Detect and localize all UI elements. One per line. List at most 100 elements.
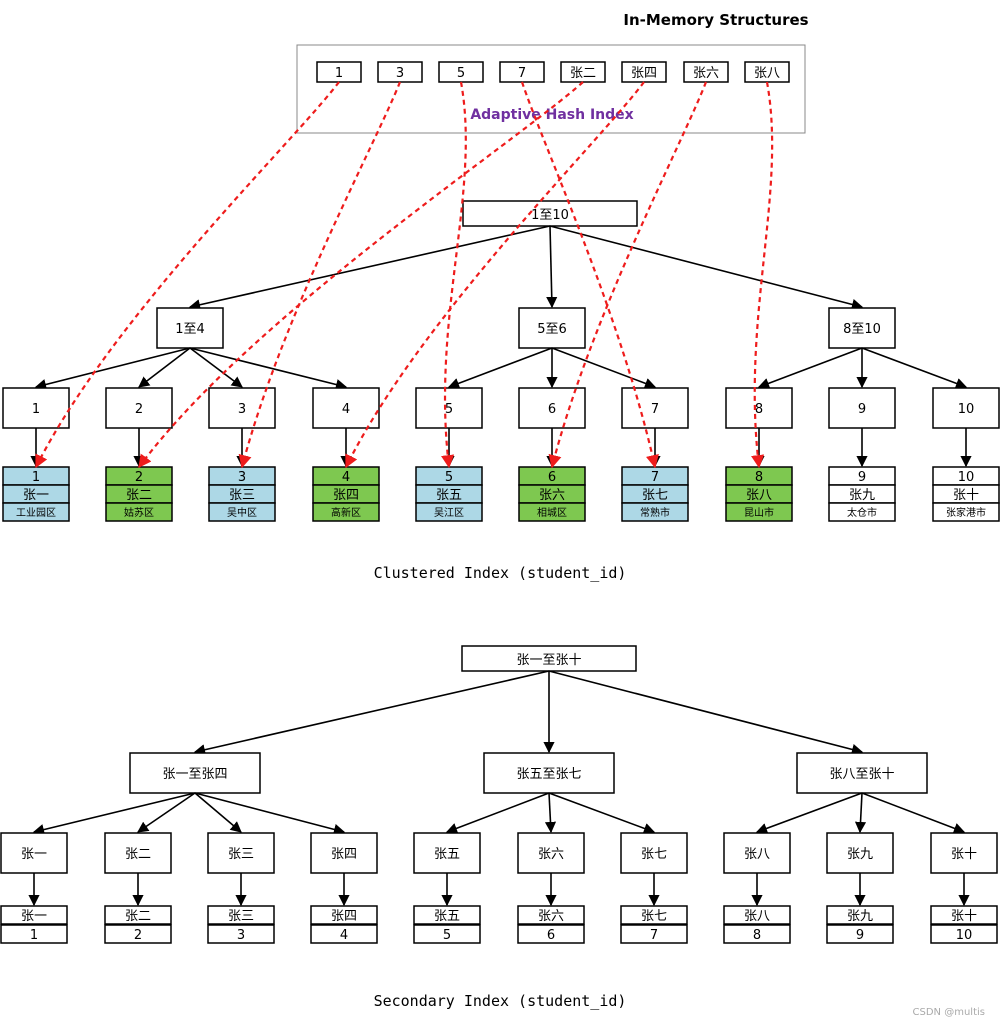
record-area-cell — [2, 502, 70, 522]
record-name: 张十 — [953, 488, 979, 503]
clustered-leaf-label: 9 — [858, 402, 866, 417]
hash-link-arrow — [441, 81, 467, 469]
tree-edge — [189, 347, 348, 390]
record-name: 张七 — [641, 909, 667, 924]
hash-link-arrow — [345, 81, 645, 469]
record-area-cell — [105, 502, 173, 522]
record-id-cell — [207, 924, 275, 944]
secondary-record: 张二2 — [104, 905, 172, 944]
record-id: 1 — [30, 928, 38, 943]
record-name: 张五 — [436, 488, 462, 503]
record-id-cell — [413, 924, 481, 944]
secondary-leaf-label: 张三 — [228, 847, 254, 862]
in-memory-title: In-Memory Structures — [623, 11, 808, 29]
secondary-root-label: 张一至张十 — [516, 653, 581, 668]
tree-edge — [188, 225, 551, 311]
tree-edge — [189, 347, 243, 388]
clustered-leaf-label: 5 — [445, 402, 453, 417]
clustered-branch-label: 5至6 — [537, 322, 567, 337]
record-id: 4 — [342, 470, 350, 485]
clustered-leaf-label: 2 — [135, 402, 143, 417]
clustered-leaf-node — [208, 387, 276, 429]
record-id: 9 — [856, 928, 864, 943]
record-id-cell — [723, 924, 791, 944]
record-area: 吴江区 — [434, 507, 464, 519]
tree-edge — [32, 792, 196, 836]
hash-key-label: 张八 — [754, 66, 780, 81]
secondary-leaf-node — [620, 832, 688, 874]
record-id-cell — [826, 924, 894, 944]
secondary-root-node — [461, 645, 637, 672]
hash-link-arrow — [548, 81, 708, 469]
clustered-leaf-node — [2, 387, 70, 429]
clustered-leaf-label: 3 — [238, 402, 246, 417]
secondary-record: 张四4 — [310, 905, 378, 944]
clustered-leaf-label: 6 — [548, 402, 556, 417]
tree-edge — [548, 670, 864, 755]
tree-edge — [861, 792, 966, 834]
secondary-branch-node — [129, 752, 261, 794]
secondary-leaf-node — [310, 832, 378, 874]
record-area-cell — [828, 502, 896, 522]
ahi-container — [296, 44, 806, 134]
clustered-caption: Clustered Index (student_id) — [374, 564, 627, 582]
record-name: 张七 — [642, 488, 668, 503]
record-name: 张十 — [951, 909, 977, 924]
tree-edge — [757, 347, 863, 389]
hash-key-label: 5 — [457, 66, 465, 81]
record-area: 张家港市 — [946, 506, 986, 519]
record-area-cell — [312, 502, 380, 522]
secondary-record: 张五5 — [413, 905, 481, 944]
tree-edge — [137, 792, 196, 833]
record-id: 8 — [753, 928, 761, 943]
hash-key-label: 7 — [518, 66, 526, 81]
secondary-leaf-label: 张二 — [125, 847, 151, 862]
record-area-cell — [621, 502, 689, 522]
record-name: 张四 — [333, 488, 359, 503]
record-name: 张一 — [21, 909, 47, 924]
record-name-cell — [413, 905, 481, 925]
clustered-leaf-node — [932, 387, 1000, 429]
record-area: 工业园区 — [16, 507, 56, 519]
record-area-cell — [415, 502, 483, 522]
secondary-leaf-node — [207, 832, 275, 874]
clustered-branch-label: 1至4 — [175, 322, 205, 337]
clustered-root-label: 1至10 — [531, 208, 569, 223]
tree-edge — [194, 792, 242, 833]
record-name: 张二 — [125, 909, 151, 924]
record-area-cell — [208, 502, 276, 522]
hash-links — [35, 81, 774, 469]
tree-edge — [549, 225, 864, 310]
secondary-leaf-label: 张五 — [434, 847, 460, 862]
tree-edge — [445, 792, 550, 834]
record-name-cell — [310, 905, 378, 925]
secondary-branch-label: 张八至张十 — [829, 767, 894, 782]
secondary-leaf-label: 张九 — [847, 847, 873, 862]
hash-link-arrow — [138, 81, 584, 469]
clustered-root-node — [462, 200, 638, 227]
record-id: 7 — [651, 470, 659, 485]
record-id-cell — [930, 924, 998, 944]
hash-link-arrow — [35, 81, 340, 469]
clustered-leaf-node — [621, 387, 689, 429]
record-name: 张三 — [228, 909, 254, 924]
clustered-branch-label: 8至10 — [843, 322, 881, 337]
record-name: 张六 — [539, 488, 565, 503]
record-id: 3 — [237, 928, 245, 943]
secondary-index-tree: 张一至张十张一至张四张五至张七张八至张十张一张二张三张四张五张六张七张八张九张十… — [0, 645, 998, 944]
clustered-leaf-label: 4 — [342, 402, 350, 417]
record-name: 张一 — [23, 488, 49, 503]
record-name-cell — [104, 905, 172, 925]
secondary-leaf-label: 张十 — [951, 847, 977, 862]
tree-edge — [544, 792, 557, 834]
secondary-leaf-label: 张一 — [21, 847, 47, 862]
tree-edge — [546, 225, 558, 309]
secondary-branch-node — [483, 752, 615, 794]
